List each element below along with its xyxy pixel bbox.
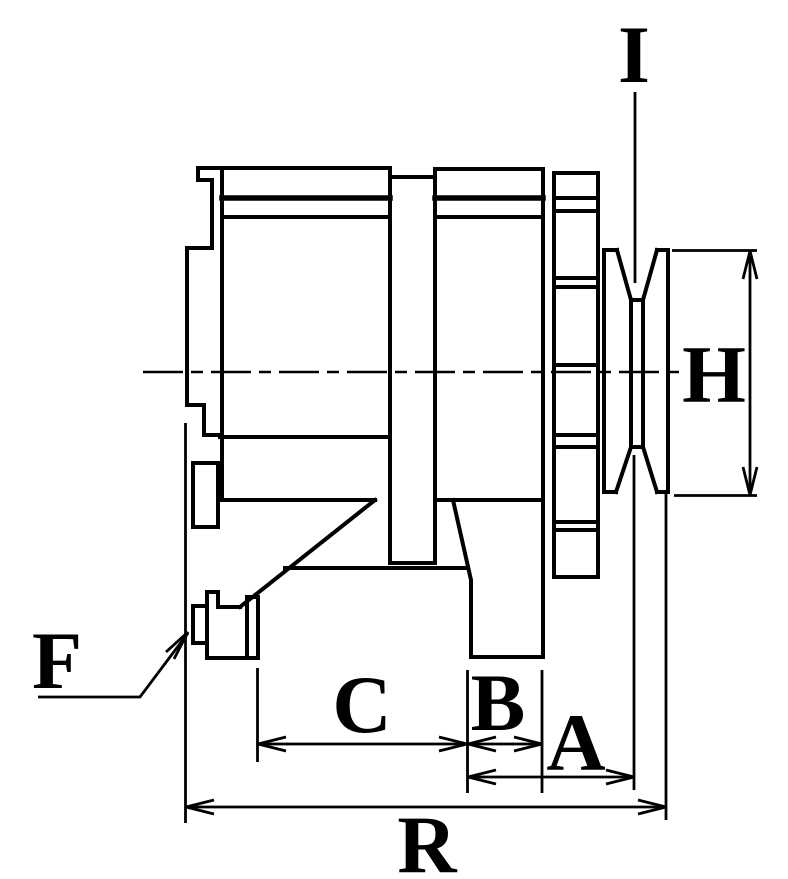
a-arrow-right: [605, 768, 635, 786]
dim-label-b: B: [471, 657, 526, 748]
r-arrow-right: [637, 798, 667, 816]
front-lug-diagonal: [237, 497, 378, 610]
pulley-groove-top-v: [614, 247, 660, 303]
dim-label-r: R: [397, 799, 457, 879]
pulley-groove-bottom-v: [613, 444, 660, 495]
front-mounting-lug: [191, 590, 260, 660]
r-arrow-left: [185, 798, 215, 816]
front-bracket-tab: [191, 461, 220, 529]
front-lug-bolt-head: [191, 604, 209, 645]
h-arrow-bottom: [741, 466, 759, 496]
a-arrow-left: [467, 768, 497, 786]
dim-label-c: C: [332, 659, 391, 750]
b-arrow-right: [513, 735, 543, 753]
dimension-a: A: [467, 455, 636, 790]
fan-rib-lines: [552, 196, 600, 532]
b-extension-lines: [466, 670, 544, 793]
dim-label-i: I: [618, 9, 650, 100]
h-arrow-top: [741, 250, 759, 280]
dimension-c: C: [256, 659, 468, 762]
dim-label-f: F: [32, 615, 82, 706]
alternator-body: [196, 166, 546, 659]
fan-outline: [552, 171, 600, 579]
annotation-i: I: [618, 9, 650, 283]
front-bracket-step-profile: [185, 166, 222, 437]
pulley-hub: [629, 298, 645, 449]
f-leader-line: [38, 632, 190, 699]
f-arrowhead: [165, 630, 190, 660]
front-lug-ear: [245, 595, 260, 660]
c-arrow-right: [438, 735, 468, 753]
c-arrow-left: [257, 735, 287, 753]
pulley: [602, 247, 670, 495]
dim-label-a: A: [546, 697, 605, 788]
front-bracket: [184, 166, 222, 823]
dimension-b: B: [466, 657, 544, 793]
dim-label-h: H: [682, 329, 746, 420]
fan: [552, 171, 600, 579]
dimension-r: R: [185, 492, 668, 879]
dimension-h: H: [672, 249, 759, 497]
b-arrow-left: [467, 735, 497, 753]
rear-lug-outline: [450, 497, 545, 659]
h-reference-lines: [672, 249, 757, 497]
annotation-f: F: [32, 615, 190, 706]
front-lug-top-edge: [205, 590, 242, 609]
